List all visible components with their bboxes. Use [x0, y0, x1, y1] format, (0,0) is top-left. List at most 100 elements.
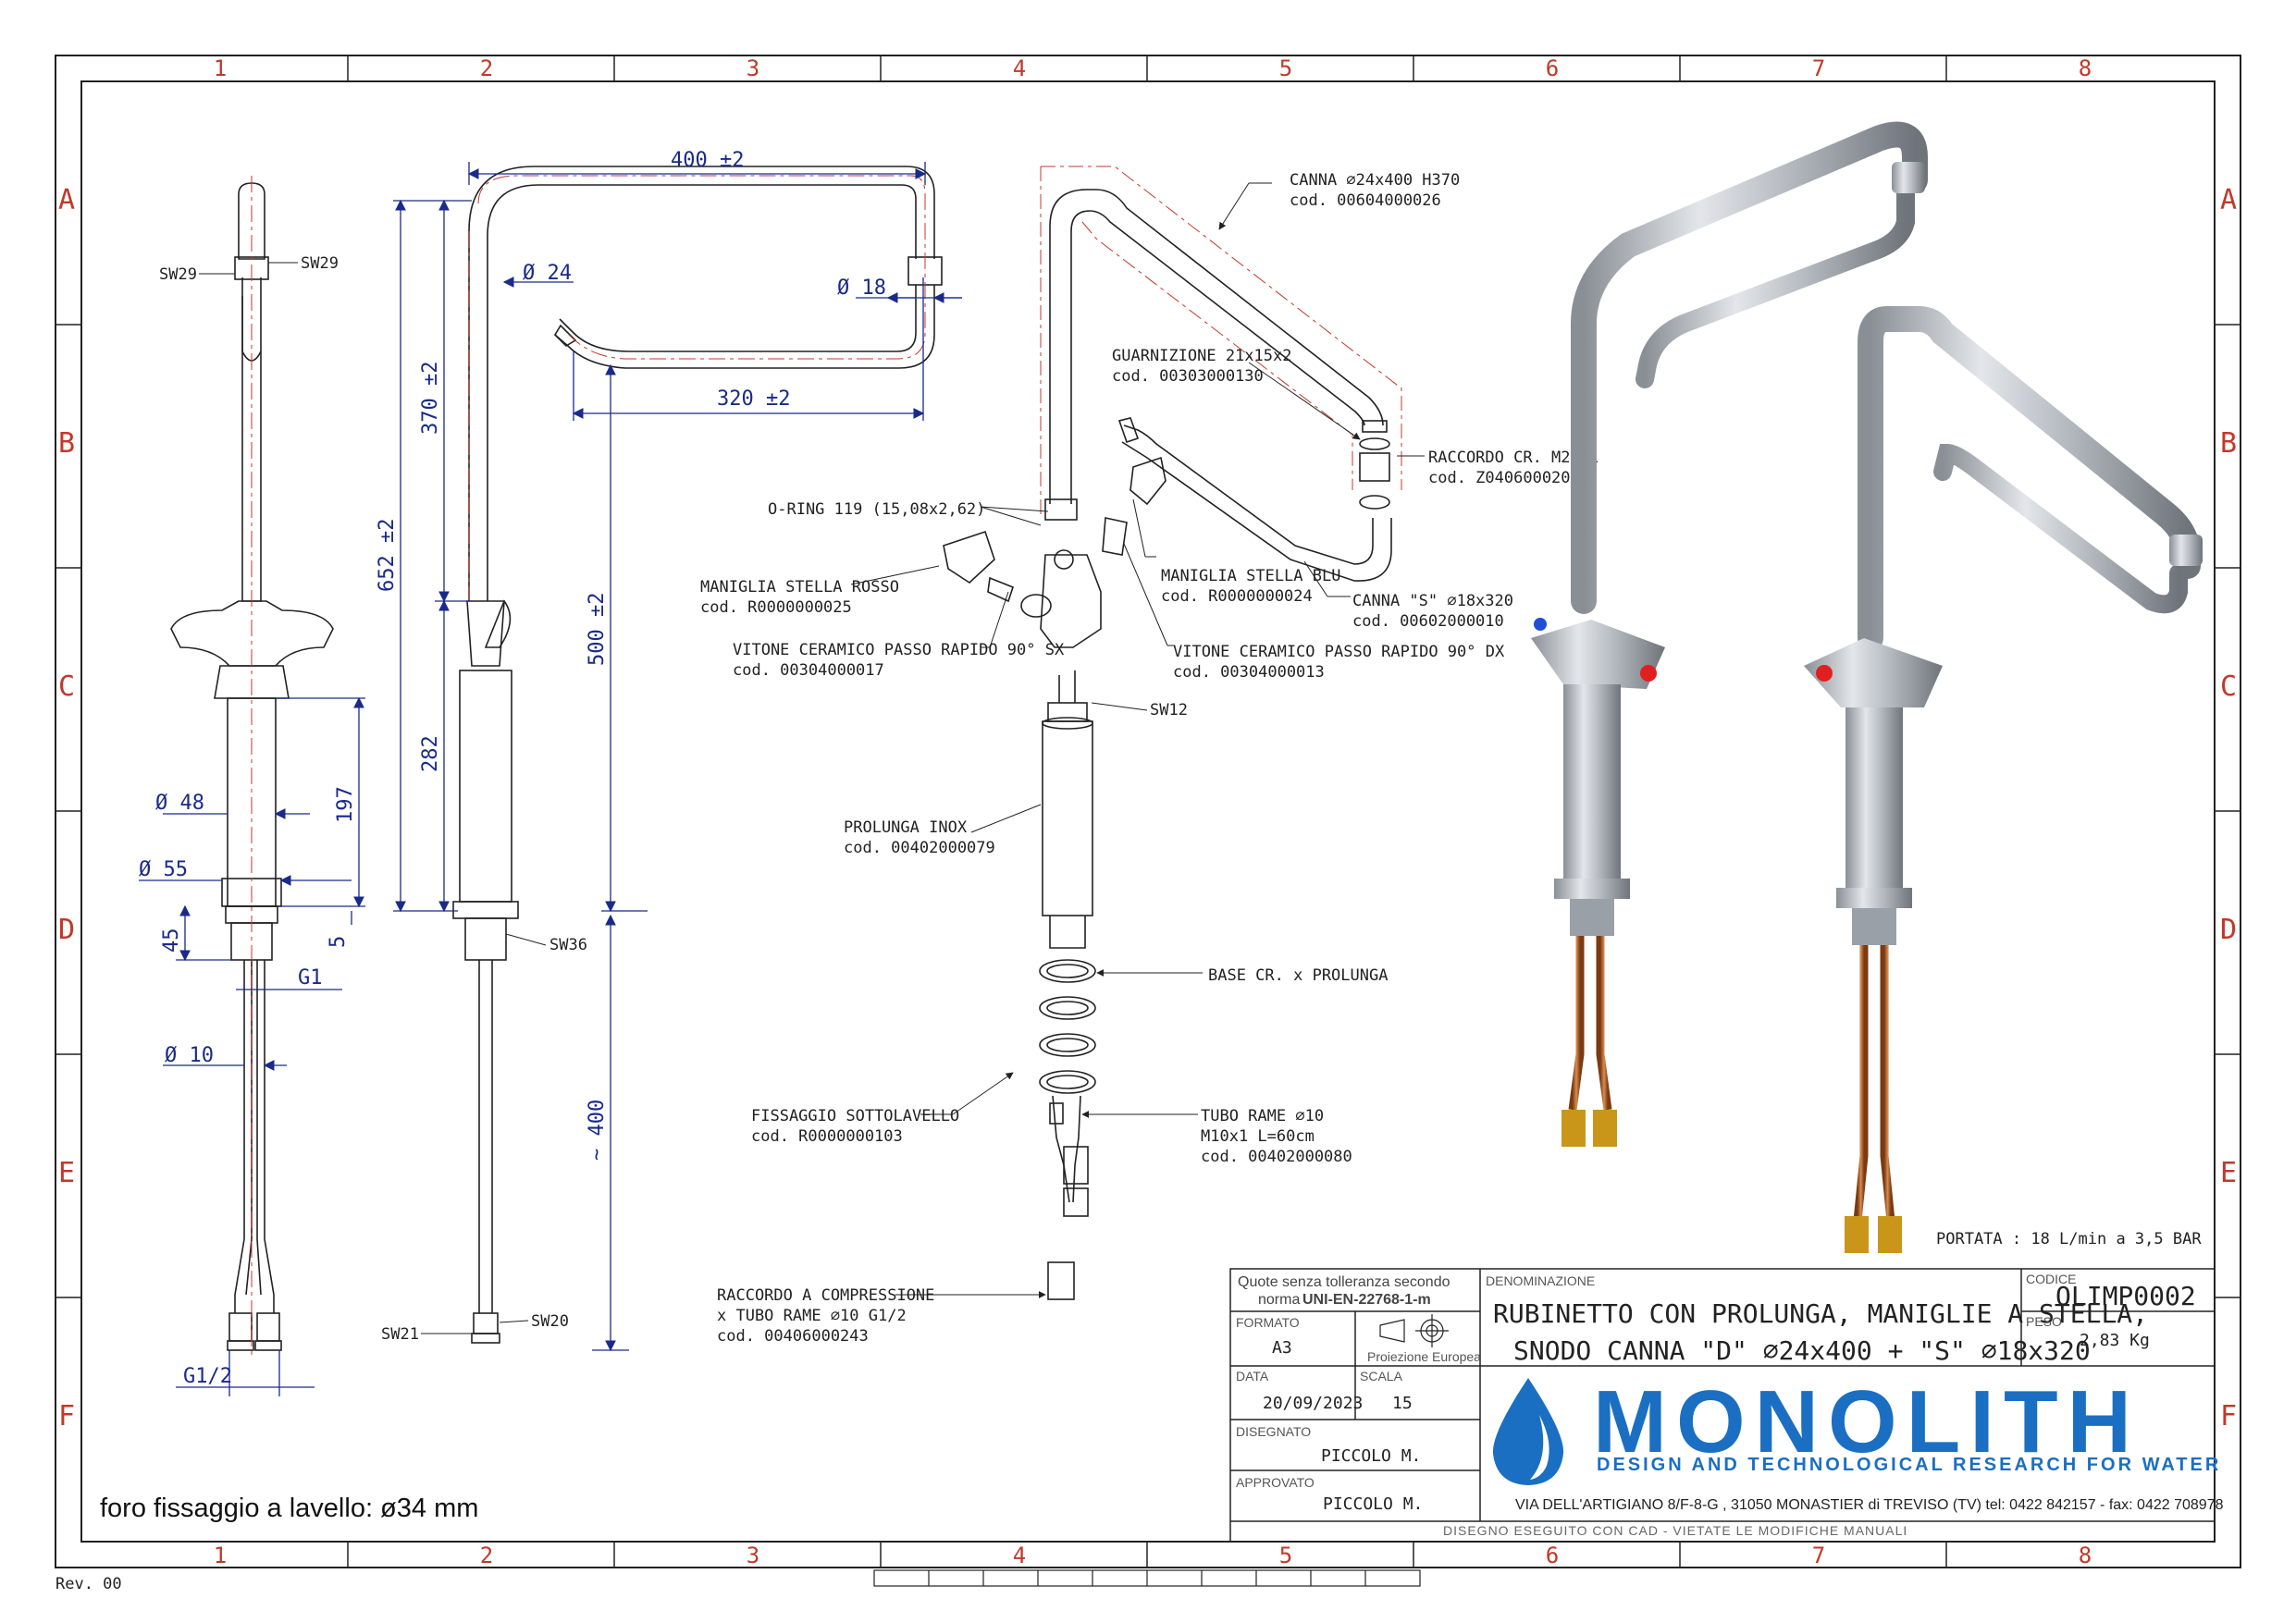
dimension-labels: 400 ±2 320 ±2 652 ±2 370 ±2 282 500 ±2 ~… [139, 149, 886, 1388]
part-prolunga-code: cod. 00402000079 [844, 839, 995, 857]
part-guarnizione-code: cod. 00303000130 [1112, 367, 1264, 386]
row-label-right: A [2220, 184, 2237, 216]
codice-value: OLIMP0002 [2055, 1281, 2196, 1311]
dimension-lines [139, 162, 962, 1396]
col-label-bottom: 2 [480, 1543, 493, 1568]
col-label-bottom: 3 [747, 1543, 759, 1568]
sw29-right-label: SW29 [301, 254, 339, 273]
row-label-right: F [2220, 1400, 2237, 1432]
row-label-left: D [58, 914, 75, 946]
col-label-bottom: 4 [1013, 1543, 1026, 1568]
sw12-label: SW12 [1150, 701, 1188, 719]
part-fissaggio-code: cod. R0000000103 [751, 1127, 903, 1146]
title-line2: SNODO CANNA "D" ⌀24x400 + "S" ⌀18x320 [1513, 1335, 2091, 1366]
exploded-view [943, 166, 1402, 1300]
col-label-top: 1 [214, 55, 227, 81]
dim-height-400: ~ 400 [586, 1100, 609, 1161]
formato-label: FORMATO [1236, 1315, 1300, 1330]
peso-label: PESO [2026, 1314, 2062, 1329]
wrench-leaders [199, 262, 1148, 1334]
dim-h-197: 197 [334, 786, 357, 823]
part-vitone-dx-code: cod. 00304000013 [1173, 663, 1325, 682]
flow-rate-label: PORTATA : 18 L/min a 3,5 BAR [1936, 1230, 2202, 1248]
front-view [170, 176, 334, 1359]
peso-value: 2,83 Kg [2080, 1331, 2150, 1350]
row-label-right: C [2220, 670, 2237, 703]
tolerance-line2: norma [1258, 1292, 1300, 1308]
wrench-size-labels: SW29 SW29 SW36 SW21 SW20 SW12 [159, 254, 1188, 1344]
part-rosso-code: cod. R0000000025 [700, 598, 852, 617]
title-line1: RUBINETTO CON PROLUNGA, MANIGLIE A STELL… [1493, 1298, 2148, 1329]
col-label-bottom: 1 [214, 1543, 227, 1568]
col-label-bottom: 7 [1812, 1543, 1825, 1568]
water-drop-highlight-icon [1530, 1415, 1549, 1480]
data-label: DATA [1236, 1369, 1269, 1383]
dim-g1: G1 [298, 966, 323, 990]
dim-width-320: 320 ±2 [717, 387, 790, 411]
faucet-render-front [1804, 306, 2203, 1253]
col-label-top: 2 [480, 55, 493, 81]
grid-labels: 1 2 3 4 5 6 7 8 1 2 3 4 5 6 7 8 A B C D … [58, 55, 2237, 1568]
part-blu-name: MANIGLIA STELLA BLU [1161, 567, 1340, 585]
part-vitone-dx-name: VITONE CERAMICO PASSO RAPIDO 90° DX [1173, 643, 1505, 661]
part-oring-name: O-RING 119 (15,08x2,62) [768, 500, 985, 519]
row-label-left: C [58, 670, 75, 703]
part-base-name: BASE CR. x PROLUNGA [1208, 966, 1388, 985]
cad-disclaimer: DISEGNO ESEGUITO CON CAD - VIETATE LE MO… [1443, 1523, 1907, 1538]
water-drop-logo-icon [1492, 1378, 1564, 1485]
part-blu-code: cod. R0000000024 [1161, 587, 1313, 606]
dim-height-370: 370 ±2 [419, 362, 442, 435]
dim-dia-10: Ø 10 [165, 1044, 214, 1067]
part-compressione-code: x TUBO RAME ⌀10 G1/2 [717, 1307, 907, 1325]
bottom-scale-bar [873, 1569, 1421, 1587]
projection-symbol-icon [1379, 1314, 1449, 1347]
col-label-top: 8 [2079, 55, 2092, 81]
row-label-left: A [58, 184, 75, 216]
part-callouts: CANNA ⌀24x400 H370 cod. 00604000026 GUAR… [700, 171, 1599, 1346]
col-label-top: 5 [1279, 55, 1292, 81]
col-label-bottom: 8 [2079, 1543, 2092, 1568]
part-raccordo-code: cod. Z0406000207 [1428, 469, 1580, 487]
denominazione-label: DENOMINAZIONE [1486, 1273, 1595, 1288]
part-raccordo-name: RACCORDO CR. M22x1 [1428, 449, 1599, 467]
approvato-value: PICCOLO M. [1323, 1494, 1423, 1514]
part-fissaggio-name: FISSAGGIO SOTTOLAVELLO [751, 1107, 959, 1125]
sw20-label: SW20 [531, 1312, 569, 1331]
tolerance-line1: Quote senza tolleranza secondo [1238, 1274, 1450, 1290]
part-rosso-name: MANIGLIA STELLA ROSSO [700, 578, 899, 596]
drawing-frame [55, 55, 2241, 1568]
codice-label: CODICE [2026, 1272, 2076, 1286]
brand-tagline: DESIGN AND TECHNOLOGICAL RESEARCH FOR WA… [1597, 1455, 2221, 1475]
scala-value: 15 [1392, 1394, 1413, 1413]
projection-label: Proiezione Europea [1367, 1349, 1481, 1364]
dim-width-400: 400 ±2 [671, 149, 744, 172]
row-label-right: E [2220, 1157, 2237, 1189]
dim-g12: G1/2 [183, 1365, 232, 1388]
part-leaders [850, 182, 1425, 1298]
col-label-bottom: 5 [1279, 1543, 1292, 1568]
part-tubo-code2: cod. 00402000080 [1201, 1148, 1352, 1166]
tolerance-norm: UNI-EN-22768-1-m [1302, 1292, 1431, 1308]
title-block: Quote senza tolleranza secondo norma UNI… [1229, 1268, 2224, 1543]
faucet-render-back [1531, 121, 1928, 1147]
dim-h-45: 45 [160, 928, 183, 953]
scala-label: SCALA [1360, 1369, 1403, 1383]
dim-dia-18: Ø 18 [837, 277, 886, 300]
part-vitone-sx-name: VITONE CERAMICO PASSO RAPIDO 90° SX [733, 641, 1065, 659]
data-value: 20/09/2023 [1263, 1394, 1363, 1413]
row-label-right: D [2220, 914, 2237, 946]
company-address: VIA DELL'ARTIGIANO 8/F-8-G , 31050 MONAS… [1515, 1497, 2224, 1513]
dim-height-282: 282 [419, 735, 442, 772]
sink-hole-note: foro fissaggio a lavello: ø34 mm [100, 1494, 478, 1523]
col-label-top: 3 [747, 55, 759, 81]
col-label-top: 6 [1546, 55, 1559, 81]
part-vitone-sx-code: cod. 00304000017 [733, 661, 884, 680]
row-label-left: E [58, 1157, 75, 1189]
part-compressione-name: RACCORDO A COMPRESSIONE [717, 1286, 934, 1305]
part-tubo-code: M10x1 L=60cm [1201, 1127, 1315, 1146]
formato-value: A3 [1272, 1338, 1292, 1358]
sw36-label: SW36 [549, 936, 587, 954]
part-canna-code: cod. 00604000026 [1290, 191, 1441, 210]
dim-height-500: 500 ±2 [586, 593, 609, 666]
